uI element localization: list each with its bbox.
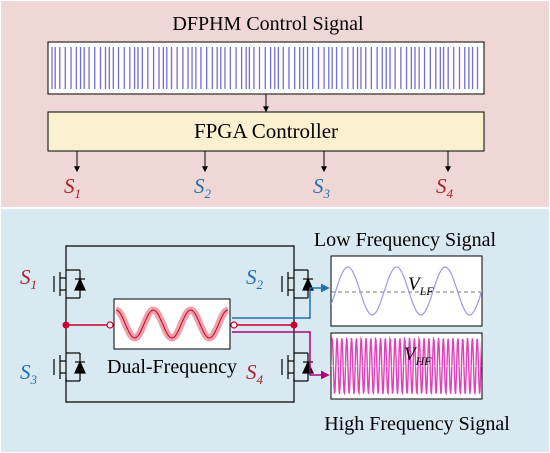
bottom-panel	[1, 209, 549, 452]
dual-frequency-waveform-core	[115, 309, 229, 339]
switch-s2	[281, 269, 314, 299]
switch-label-s3: S3	[20, 360, 38, 387]
dual-frequency-label: Dual-Frequency	[107, 356, 237, 378]
vlf-label: VLF	[408, 274, 434, 298]
output-label-s1: S1	[64, 174, 81, 201]
output-label-s2: S2	[194, 174, 212, 201]
fpga-controller-label: FPGA Controller	[194, 119, 338, 143]
control-signal-title: DFPHM Control Signal	[172, 13, 364, 35]
hf-wave-line	[331, 336, 482, 396]
output-label-s4: S4	[436, 174, 454, 201]
switch-label-s4: S4	[246, 360, 264, 387]
switch-label-s2: S2	[246, 265, 264, 292]
switch-s4	[281, 352, 314, 382]
lf-output-path	[232, 283, 330, 319]
output-label-s3: S3	[313, 174, 331, 201]
vhf-label: VHF	[404, 344, 432, 368]
lf-plot-box	[330, 255, 483, 327]
switch-s3	[53, 352, 86, 382]
low-frequency-title: Low Frequency Signal	[314, 229, 497, 251]
hf-waveform	[331, 336, 482, 396]
inverter-circuit	[65, 245, 295, 403]
node-left	[62, 321, 70, 329]
lf-waveform	[331, 266, 482, 316]
fpga-controller-box	[47, 111, 485, 152]
hf-output-path	[232, 331, 330, 380]
pulse-train	[51, 47, 479, 89]
terminal-right	[230, 321, 238, 329]
top-panel	[1, 1, 549, 207]
switch-label-s1: S1	[20, 265, 37, 292]
switch-s1	[53, 269, 86, 299]
node-right	[290, 321, 298, 329]
high-frequency-title: High Frequency Signal	[324, 413, 510, 435]
terminal-left	[106, 321, 114, 329]
